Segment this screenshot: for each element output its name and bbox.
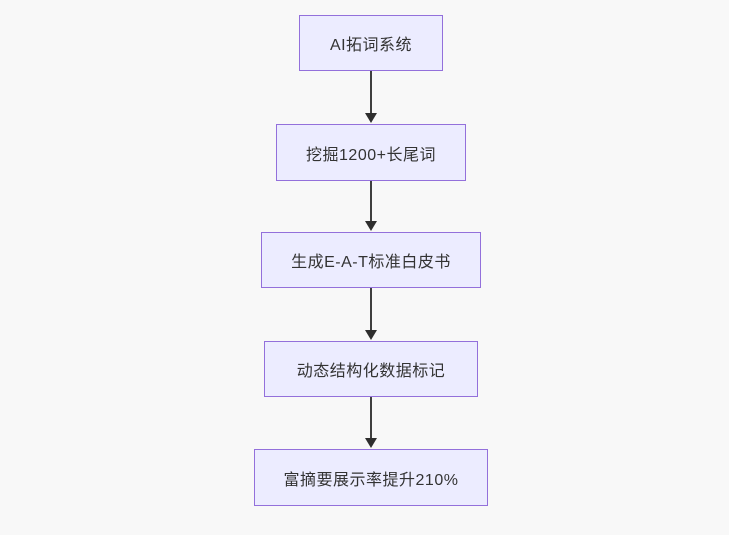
arrowhead-icon — [365, 330, 377, 340]
node-label: AI拓词系统 — [329, 37, 413, 54]
edge-line — [370, 397, 372, 439]
flowchart-node-rich-snippet-result: 富摘要展示率提升210% — [254, 449, 488, 506]
node-label: 挖掘1200+长尾词 — [306, 146, 436, 164]
arrowhead-icon — [365, 221, 377, 231]
edge-line — [370, 288, 372, 331]
arrowhead-icon — [365, 113, 377, 123]
edge-line — [370, 71, 372, 114]
arrowhead-icon — [365, 438, 377, 448]
flowchart-node-ai-keyword-system: AI拓词系统 — [299, 15, 443, 71]
edge-line — [370, 181, 372, 222]
node-label: 生成E-A-T标准白皮书 — [291, 254, 451, 271]
flowchart-node-longtail-mining: 挖掘1200+长尾词 — [276, 124, 466, 181]
flowchart-node-structured-data-markup: 动态结构化数据标记 — [264, 341, 478, 397]
flowchart-node-eat-whitepaper: 生成E-A-T标准白皮书 — [261, 232, 481, 288]
node-label: 富摘要展示率提升210% — [283, 471, 459, 489]
node-label: 动态结构化数据标记 — [296, 363, 446, 380]
